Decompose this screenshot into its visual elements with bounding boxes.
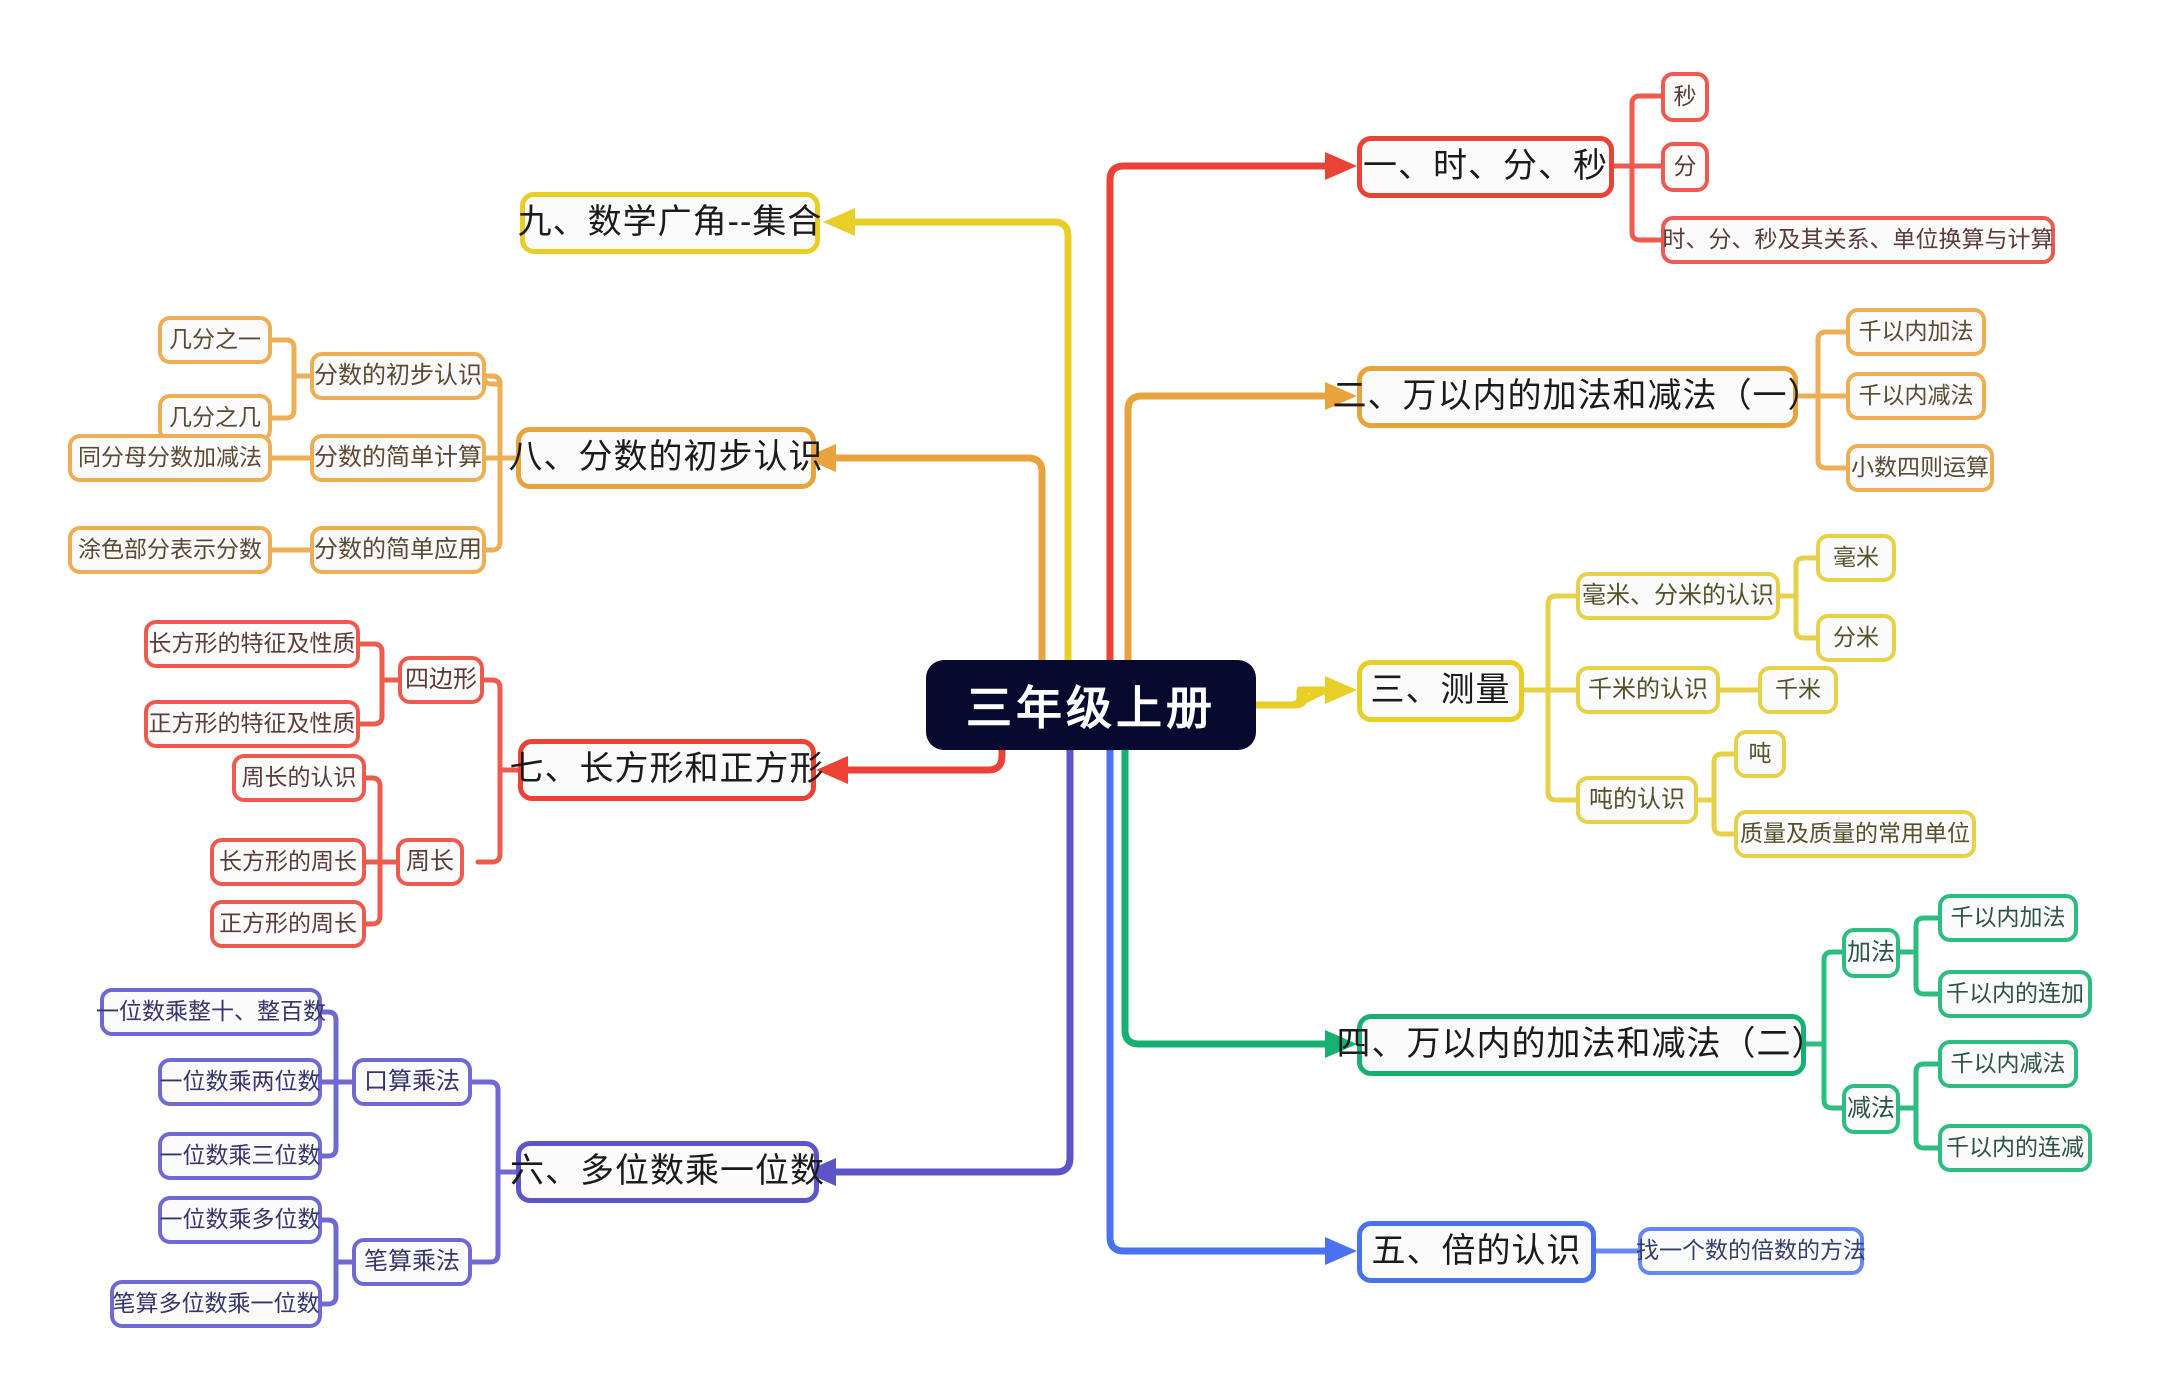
- branch-7-child-2[interactable]: 周长: [396, 838, 464, 886]
- branch-3-child-3[interactable]: 吨的认识: [1576, 776, 1698, 824]
- branch-4-child-1-sub-2[interactable]: 千以内的连加: [1938, 970, 2092, 1018]
- branch-8-child-1-sub-1[interactable]: 几分之一: [158, 316, 272, 364]
- branch-8-child-1[interactable]: 分数的初步认识: [310, 352, 486, 400]
- branch-8-child-3[interactable]: 分数的简单应用: [310, 526, 486, 574]
- branch-4-child-2[interactable]: 减法: [1842, 1084, 1900, 1134]
- branch-node-8[interactable]: 八、分数的初步认识: [509, 427, 823, 489]
- branch-5-child-1[interactable]: 找一个数的倍数的方法: [1636, 1227, 1866, 1275]
- branch-node-4[interactable]: 四、万以内的加法和减法（二）: [1337, 1014, 1826, 1076]
- branch-3-child-1-sub-2[interactable]: 分米: [1816, 614, 1896, 662]
- branch-4-child-1-sub-1[interactable]: 千以内加法: [1938, 894, 2078, 942]
- branch-6-child-2-sub-2[interactable]: 笔算多位数乘一位数: [110, 1280, 322, 1328]
- branch-3-child-1-sub-1[interactable]: 毫米: [1816, 534, 1896, 582]
- branch-7-child-1-sub-1[interactable]: 长方形的特征及性质: [144, 620, 360, 668]
- branch-6-child-1-sub-2[interactable]: 一位数乘两位数: [158, 1058, 322, 1106]
- branch-7-child-2-sub-3[interactable]: 正方形的周长: [210, 900, 366, 948]
- branch-2-child-2[interactable]: 千以内减法: [1846, 372, 1986, 420]
- branch-2-child-1[interactable]: 千以内加法: [1846, 308, 1986, 356]
- branch-4-child-2-sub-2[interactable]: 千以内的连减: [1938, 1124, 2092, 1172]
- branch-4-child-2-sub-1[interactable]: 千以内减法: [1938, 1040, 2078, 1088]
- branch-node-5[interactable]: 五、倍的认识: [1357, 1221, 1596, 1283]
- branch-1-child-1[interactable]: 秒: [1661, 72, 1709, 122]
- branch-node-1[interactable]: 一、时、分、秒: [1357, 136, 1614, 198]
- branch-6-child-1-sub-1[interactable]: 一位数乘整十、整百数: [96, 988, 326, 1036]
- branch-node-3[interactable]: 三、测量: [1357, 660, 1524, 722]
- branch-3-child-1[interactable]: 毫米、分米的认识: [1576, 572, 1780, 620]
- branch-node-2[interactable]: 二、万以内的加法和减法（一）: [1333, 366, 1822, 428]
- branch-7-child-1[interactable]: 四边形: [398, 656, 484, 704]
- branch-6-child-1-sub-3[interactable]: 一位数乘三位数: [158, 1132, 322, 1180]
- branch-node-7[interactable]: 七、长方形和正方形: [510, 739, 824, 801]
- branch-1-child-3[interactable]: 时、分、秒及其关系、单位换算与计算: [1661, 216, 2055, 264]
- branch-7-child-1-sub-2[interactable]: 正方形的特征及性质: [144, 700, 360, 748]
- branch-8-child-3-sub-1[interactable]: 涂色部分表示分数: [68, 526, 272, 574]
- branch-6-child-2-sub-1[interactable]: 一位数乘多位数: [158, 1196, 322, 1244]
- center-node[interactable]: 三年级上册: [926, 660, 1256, 750]
- branch-3-child-3-sub-1[interactable]: 吨: [1734, 730, 1786, 778]
- branch-3-child-2-sub-1[interactable]: 千米: [1758, 666, 1838, 714]
- branch-3-child-2[interactable]: 千米的认识: [1576, 666, 1720, 714]
- branch-7-child-2-sub-2[interactable]: 长方形的周长: [210, 838, 366, 886]
- branch-3-child-3-sub-2[interactable]: 质量及质量的常用单位: [1734, 810, 1976, 858]
- branch-1-child-2[interactable]: 分: [1661, 142, 1709, 192]
- branch-7-child-2-sub-1[interactable]: 周长的认识: [232, 754, 366, 802]
- branch-6-child-1[interactable]: 口算乘法: [352, 1058, 472, 1106]
- branch-6-child-2[interactable]: 笔算乘法: [352, 1238, 472, 1286]
- branch-2-child-3[interactable]: 小数四则运算: [1846, 444, 1994, 492]
- branch-4-child-1[interactable]: 加法: [1842, 928, 1900, 978]
- branch-node-6[interactable]: 六、多位数乘一位数: [510, 1141, 824, 1203]
- branch-node-9[interactable]: 九、数学广角--集合: [518, 192, 821, 254]
- branch-8-child-2[interactable]: 分数的简单计算: [310, 434, 486, 482]
- branch-8-child-2-sub-1[interactable]: 同分母分数加减法: [68, 434, 272, 482]
